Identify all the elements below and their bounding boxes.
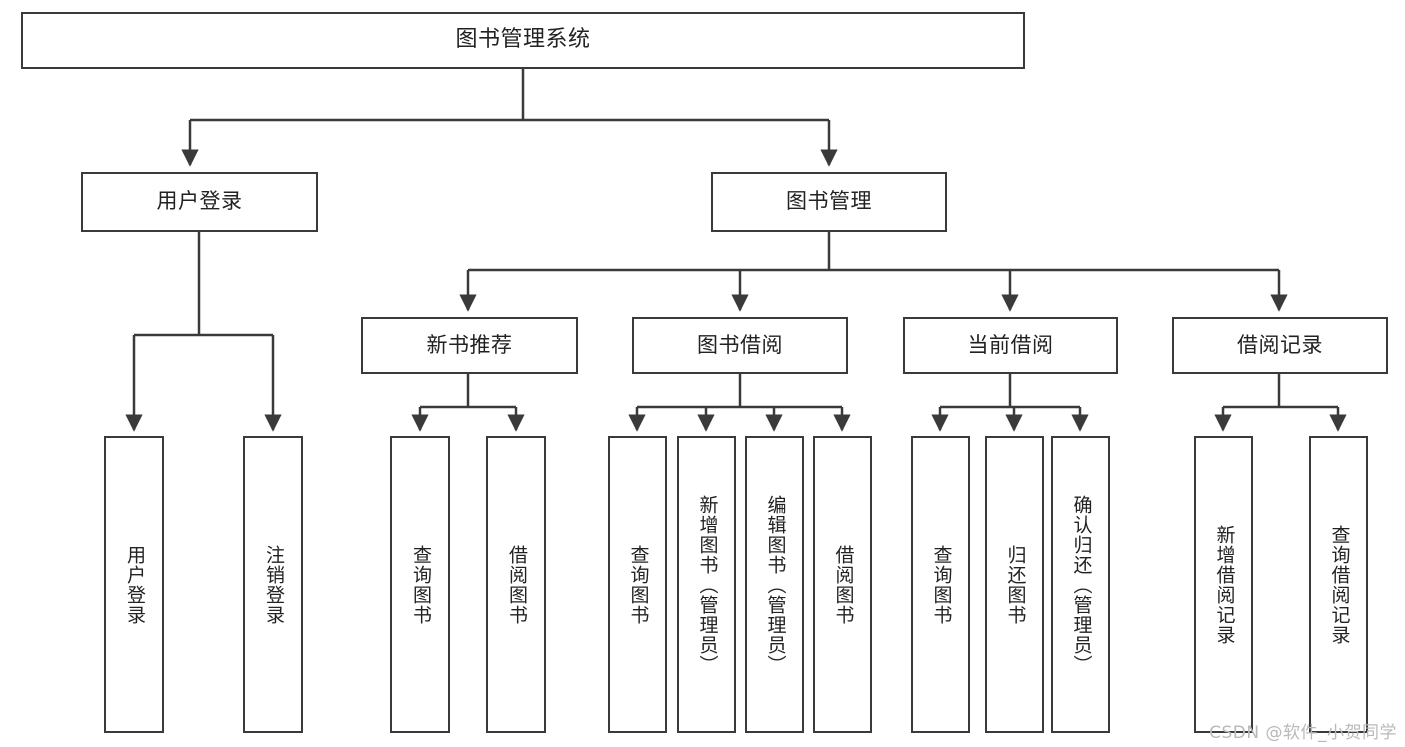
node-leaf-user-login-label: 用户登录 (123, 544, 146, 625)
node-leaf-return-book-label: 归还图书 (1004, 544, 1027, 625)
node-leaf-add-book-admin-label: 新增图书（管理员） (696, 494, 719, 675)
node-book-manage[interactable]: 图书管理 (711, 172, 947, 232)
node-root[interactable]: 图书管理系统 (21, 12, 1025, 69)
node-leaf-borrow-book[interactable]: 借阅图书 (813, 436, 872, 733)
node-leaf-query-book-recommend-label: 查询图书 (409, 544, 432, 625)
node-leaf-query-borrow-record-label: 查询借阅记录 (1328, 524, 1351, 645)
edge-newbook-to-leaves (411, 374, 525, 432)
node-leaf-borrow-book-recommend[interactable]: 借阅图书 (486, 436, 546, 733)
node-leaf-query-book-current-label: 查询图书 (930, 544, 953, 625)
node-leaf-user-login[interactable]: 用户登录 (104, 436, 164, 733)
node-leaf-logout-login[interactable]: 注销登录 (243, 436, 303, 733)
node-new-book-recommend-label: 新书推荐 (426, 332, 513, 357)
node-leaf-query-book-borrow-label: 查询图书 (627, 544, 650, 625)
node-leaf-add-book-admin[interactable]: 新增图书（管理员） (677, 436, 736, 733)
edge-bookborrow-to-leaves (628, 374, 851, 432)
node-leaf-return-book[interactable]: 归还图书 (985, 436, 1044, 733)
edge-borrowrecord-to-leaves (1214, 374, 1347, 432)
watermark: CSDN @软件_小贺同学 (1209, 723, 1397, 743)
node-new-book-recommend[interactable]: 新书推荐 (361, 317, 578, 374)
node-book-borrow-label: 图书借阅 (697, 332, 783, 357)
node-root-label: 图书管理系统 (455, 27, 591, 53)
node-current-borrow-label: 当前借阅 (967, 332, 1054, 357)
node-leaf-query-book-current[interactable]: 查询图书 (911, 436, 970, 733)
node-leaf-query-book-borrow[interactable]: 查询图书 (608, 436, 667, 733)
edge-root-to-level2 (181, 69, 838, 167)
node-leaf-confirm-return-admin[interactable]: 确认归还（管理员） (1051, 436, 1110, 733)
edge-bookmanage-to-level3 (459, 232, 1288, 312)
node-leaf-edit-book-admin[interactable]: 编辑图书（管理员） (745, 436, 804, 733)
node-leaf-borrow-book-label: 借阅图书 (832, 544, 855, 625)
edge-userlogin-to-leaves (125, 232, 282, 432)
node-leaf-add-borrow-record-label: 新增借阅记录 (1213, 524, 1236, 645)
node-leaf-borrow-book-recommend-label: 借阅图书 (505, 544, 528, 625)
node-current-borrow[interactable]: 当前借阅 (903, 317, 1118, 374)
node-leaf-add-borrow-record[interactable]: 新增借阅记录 (1194, 436, 1253, 733)
node-leaf-confirm-return-admin-label: 确认归还（管理员） (1070, 494, 1093, 675)
node-book-manage-label: 图书管理 (786, 189, 872, 214)
node-leaf-edit-book-admin-label: 编辑图书（管理员） (764, 494, 787, 675)
node-borrow-record-label: 借阅记录 (1237, 332, 1323, 357)
node-book-borrow[interactable]: 图书借阅 (632, 317, 848, 374)
node-user-login-label: 用户登录 (156, 189, 243, 214)
node-user-login[interactable]: 用户登录 (81, 172, 318, 232)
node-leaf-logout-login-label: 注销登录 (262, 544, 285, 625)
node-leaf-query-book-recommend[interactable]: 查询图书 (390, 436, 450, 733)
node-leaf-query-borrow-record[interactable]: 查询借阅记录 (1309, 436, 1368, 733)
edge-currentborrow-to-leaves (931, 374, 1089, 432)
node-borrow-record[interactable]: 借阅记录 (1172, 317, 1388, 374)
